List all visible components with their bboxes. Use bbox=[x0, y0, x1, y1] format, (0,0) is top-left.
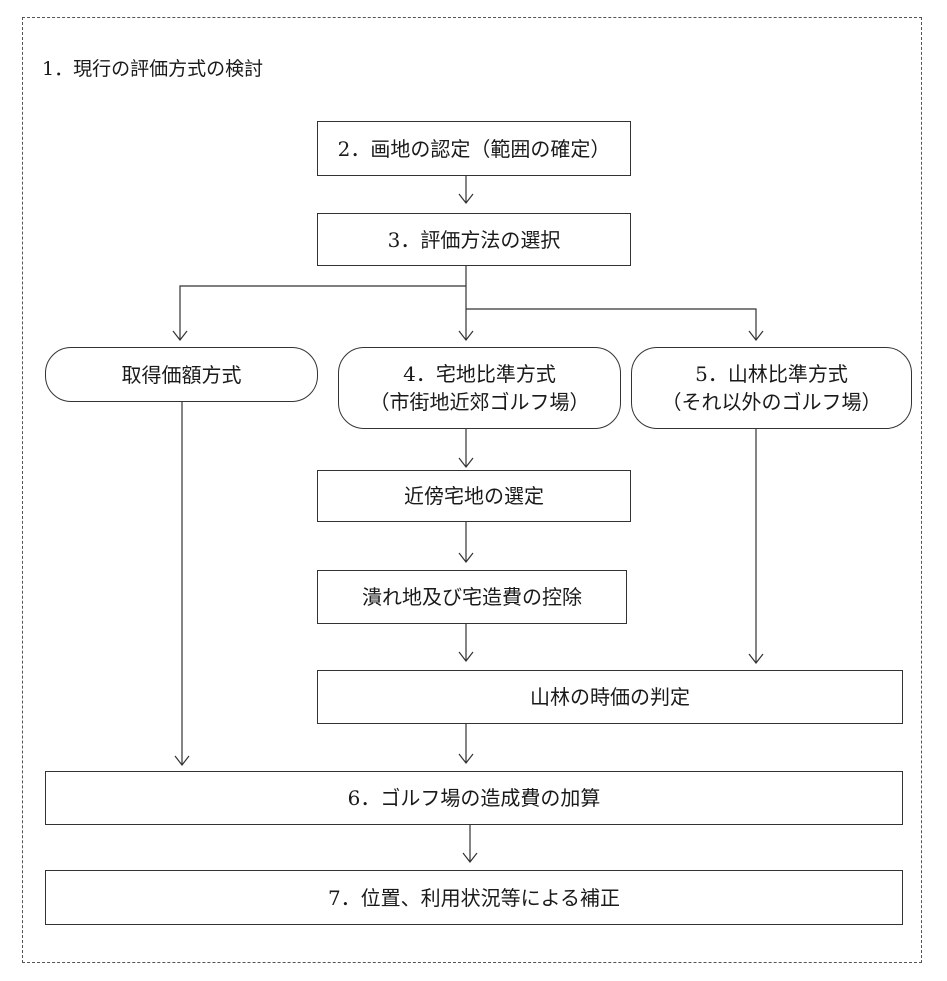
arrow-acquisition-to-s6 bbox=[174, 402, 190, 766]
acquisition-method-box: 取得価額方式 bbox=[45, 347, 318, 402]
step-3-label: 3．評価方法の選択 bbox=[387, 227, 561, 252]
arrow-s5-to-forest bbox=[748, 429, 764, 664]
arrow-to-s5 bbox=[748, 330, 764, 341]
nearby-residential-label: 近傍宅地の選定 bbox=[404, 484, 544, 508]
arrow-deduction-to-forest bbox=[458, 624, 474, 662]
arrow-forest-to-s6 bbox=[458, 724, 474, 764]
step-2-box: 2．画地の認定（範囲の確定） bbox=[317, 121, 631, 176]
acquisition-method-label: 取得価額方式 bbox=[121, 362, 242, 387]
diagram-title: 1．現行の評価方式の検討 bbox=[42, 58, 264, 80]
step-6-box: 6．ゴルフ場の造成費の加算 bbox=[45, 771, 903, 825]
step-5-box: 5．山林比準方式 （それ以外のゴルフ場） bbox=[631, 347, 912, 429]
step-5-label: 5．山林比準方式 bbox=[695, 362, 848, 386]
diagram-frame bbox=[22, 17, 922, 963]
arrow-to-acquisition bbox=[172, 330, 188, 341]
step-7-label: 7．位置、利用状況等による補正 bbox=[327, 885, 621, 910]
arrow-2-to-3 bbox=[458, 176, 474, 204]
arrow-nearby-to-deduction bbox=[458, 522, 474, 563]
forest-price-label: 山林の時価の判定 bbox=[530, 685, 690, 709]
deduction-box: 潰れ地及び宅造費の控除 bbox=[317, 570, 627, 624]
deduction-label: 潰れ地及び宅造費の控除 bbox=[362, 585, 582, 609]
connector-3-split bbox=[179, 266, 757, 340]
step-7-box: 7．位置、利用状況等による補正 bbox=[45, 870, 903, 925]
nearby-residential-box: 近傍宅地の選定 bbox=[317, 470, 631, 522]
arrow-s4-to-nearby bbox=[458, 429, 474, 468]
forest-price-box: 山林の時価の判定 bbox=[317, 670, 903, 724]
step-2-label: 2．画地の認定（範囲の確定） bbox=[337, 136, 611, 161]
arrow-to-s4 bbox=[458, 309, 474, 341]
step-4-sublabel: （市街地近郊ゴルフ場） bbox=[369, 390, 590, 414]
step-4-box: 4．宅地比準方式 （市街地近郊ゴルフ場） bbox=[338, 347, 621, 429]
step-3-box: 3．評価方法の選択 bbox=[317, 213, 631, 266]
step-4-label: 4．宅地比準方式 bbox=[403, 362, 556, 386]
step-5-sublabel: （それ以外のゴルフ場） bbox=[661, 390, 882, 414]
arrow-s6-to-s7 bbox=[462, 825, 478, 863]
step-6-label: 6．ゴルフ場の造成費の加算 bbox=[347, 786, 601, 810]
